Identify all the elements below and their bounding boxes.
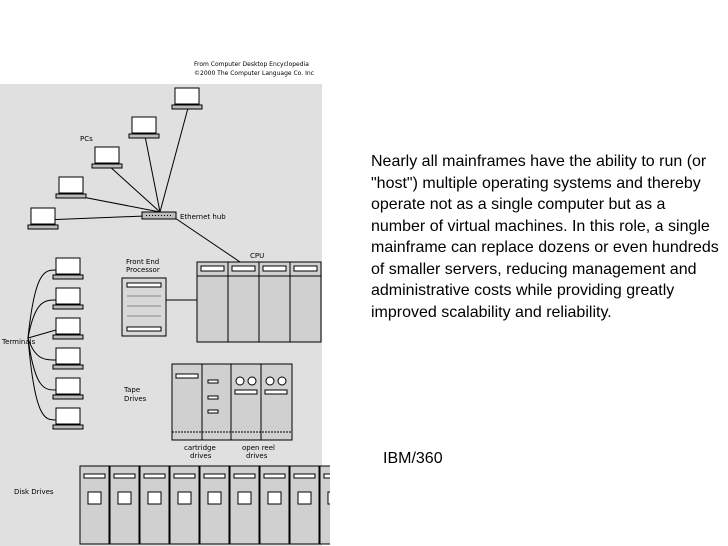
- front-end-label-1: Front End: [126, 258, 159, 266]
- network-cables: [43, 107, 247, 267]
- open-reel-label-1: open reel: [242, 444, 275, 452]
- terminal-5: [52, 377, 84, 400]
- ethernet-hub-label: Ethernet hub: [180, 213, 226, 221]
- disk-drive-9: [319, 465, 330, 545]
- pc-4: [55, 176, 87, 199]
- terminals-label: Terminals: [1, 338, 36, 346]
- disk-drive-3: [139, 465, 170, 545]
- cartridge-label-1: cartridge: [184, 444, 216, 452]
- terminal-cables: [27, 269, 57, 421]
- cpu-label: CPU: [250, 252, 264, 260]
- front-end-label-2: Processor: [126, 266, 160, 274]
- disk-drive-1: [79, 465, 110, 545]
- credit-line-1: From Computer Desktop Encyclopedia: [194, 61, 309, 68]
- terminal-6: [52, 407, 84, 430]
- disk-drive-6: [229, 465, 260, 545]
- disk-drive-5: [199, 465, 230, 545]
- pc-1: [171, 87, 203, 110]
- tape-drives: [171, 363, 293, 441]
- description-text: Nearly all mainframes have the ability t…: [371, 153, 719, 321]
- pc-3: [91, 146, 123, 169]
- tape-label-2: Drives: [124, 395, 147, 403]
- terminal-2: [52, 287, 84, 310]
- terminal-3: [52, 317, 84, 340]
- disk-drives-label: Disk Drives: [14, 488, 54, 496]
- disk-drive-2: [109, 465, 140, 545]
- pcs-label: PCs: [80, 135, 93, 143]
- disk-drive-7: [259, 465, 290, 545]
- mainframe-diagram: From Computer Desktop Encyclopedia ©2000…: [0, 61, 330, 546]
- pc-5: [27, 207, 59, 230]
- disk-drive-8: [289, 465, 320, 545]
- tape-label-1: Tape: [123, 386, 140, 394]
- terminal-1: [52, 257, 84, 280]
- cpu: [196, 261, 322, 343]
- cartridge-label-2: drives: [190, 452, 212, 460]
- caption-text: IBM/360: [383, 450, 443, 467]
- disk-drive-4: [169, 465, 200, 545]
- disk-drives: [79, 465, 330, 545]
- ethernet-hub: [141, 211, 177, 220]
- terminal-4: [52, 347, 84, 370]
- pc-2: [128, 116, 160, 139]
- credit-line-2: ©2000 The Computer Language Co. Inc: [194, 70, 314, 77]
- front-end-processor: [121, 277, 167, 337]
- open-reel-label-2: drives: [246, 452, 268, 460]
